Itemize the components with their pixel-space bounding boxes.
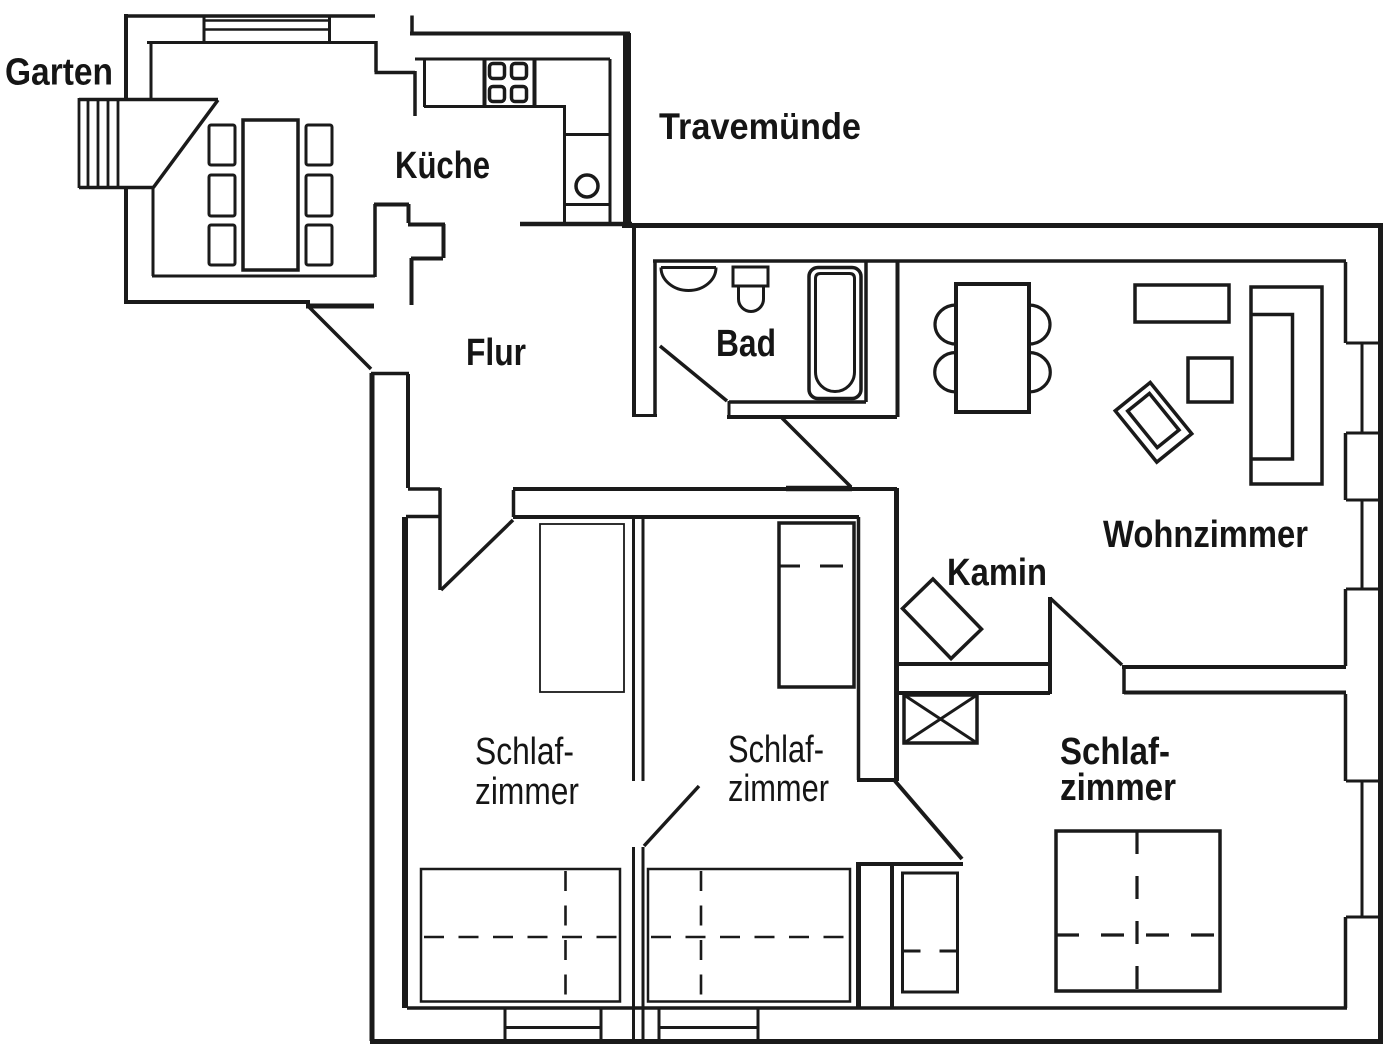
svg-text:Küche: Küche (395, 145, 490, 187)
svg-text:Bad: Bad (716, 323, 776, 365)
svg-text:zimmer: zimmer (475, 771, 579, 813)
svg-text:Schlaf-: Schlaf- (1060, 731, 1170, 773)
svg-text:Kamin: Kamin (947, 552, 1047, 594)
svg-text:Flur: Flur (466, 332, 526, 374)
svg-text:Travemünde: Travemünde (659, 106, 861, 147)
svg-text:Wohnzimmer: Wohnzimmer (1103, 514, 1308, 556)
svg-text:Garten: Garten (5, 52, 113, 94)
svg-text:Schlaf-: Schlaf- (728, 729, 824, 771)
svg-text:Schlaf-: Schlaf- (475, 731, 574, 773)
svg-text:zimmer: zimmer (1060, 767, 1176, 809)
svg-text:zimmer: zimmer (728, 768, 829, 810)
